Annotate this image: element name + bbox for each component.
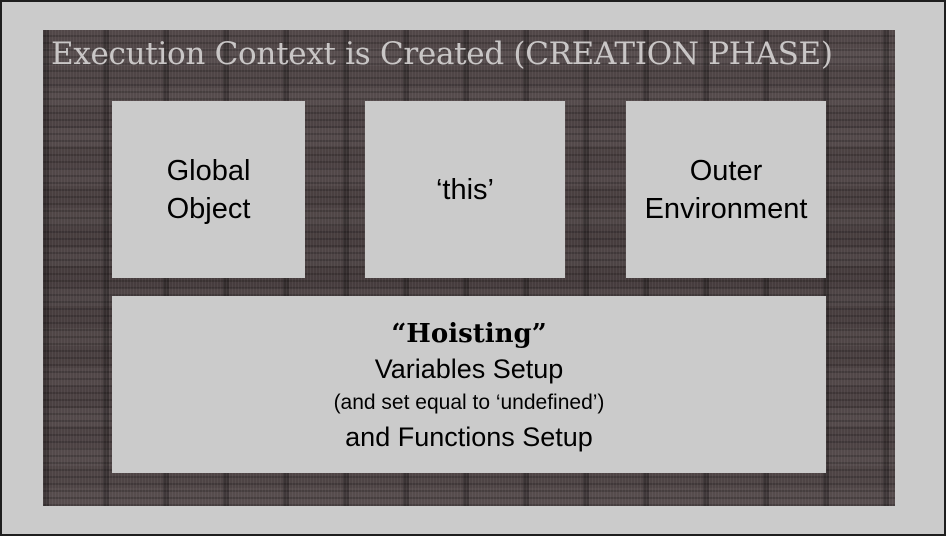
outer-environment-label-line2: Environment xyxy=(644,192,808,225)
hoisting-title: “Hoisting” xyxy=(391,318,547,349)
undefined-note-text: (and set equal to ‘undefined’) xyxy=(333,390,605,414)
global-object-label-line1: Global xyxy=(166,154,251,187)
this-box: ‘this’ xyxy=(365,101,565,278)
functions-setup-text: and Functions Setup xyxy=(345,421,593,452)
variables-setup-text: Variables Setup xyxy=(374,353,564,384)
this-label: ‘this’ xyxy=(435,173,494,206)
outer-environment-box: Outer Environment xyxy=(626,101,826,278)
global-object-label-line2: Object xyxy=(166,192,251,225)
outer-environment-label-line1: Outer xyxy=(689,154,763,187)
hoisting-box: “Hoisting” Variables Setup (and set equa… xyxy=(112,296,826,473)
global-object-box: Global Object xyxy=(112,101,305,278)
slide-title: Execution Context is Created (CREATION P… xyxy=(51,36,833,72)
slide-board: Execution Context is Created (CREATION P… xyxy=(43,30,895,506)
